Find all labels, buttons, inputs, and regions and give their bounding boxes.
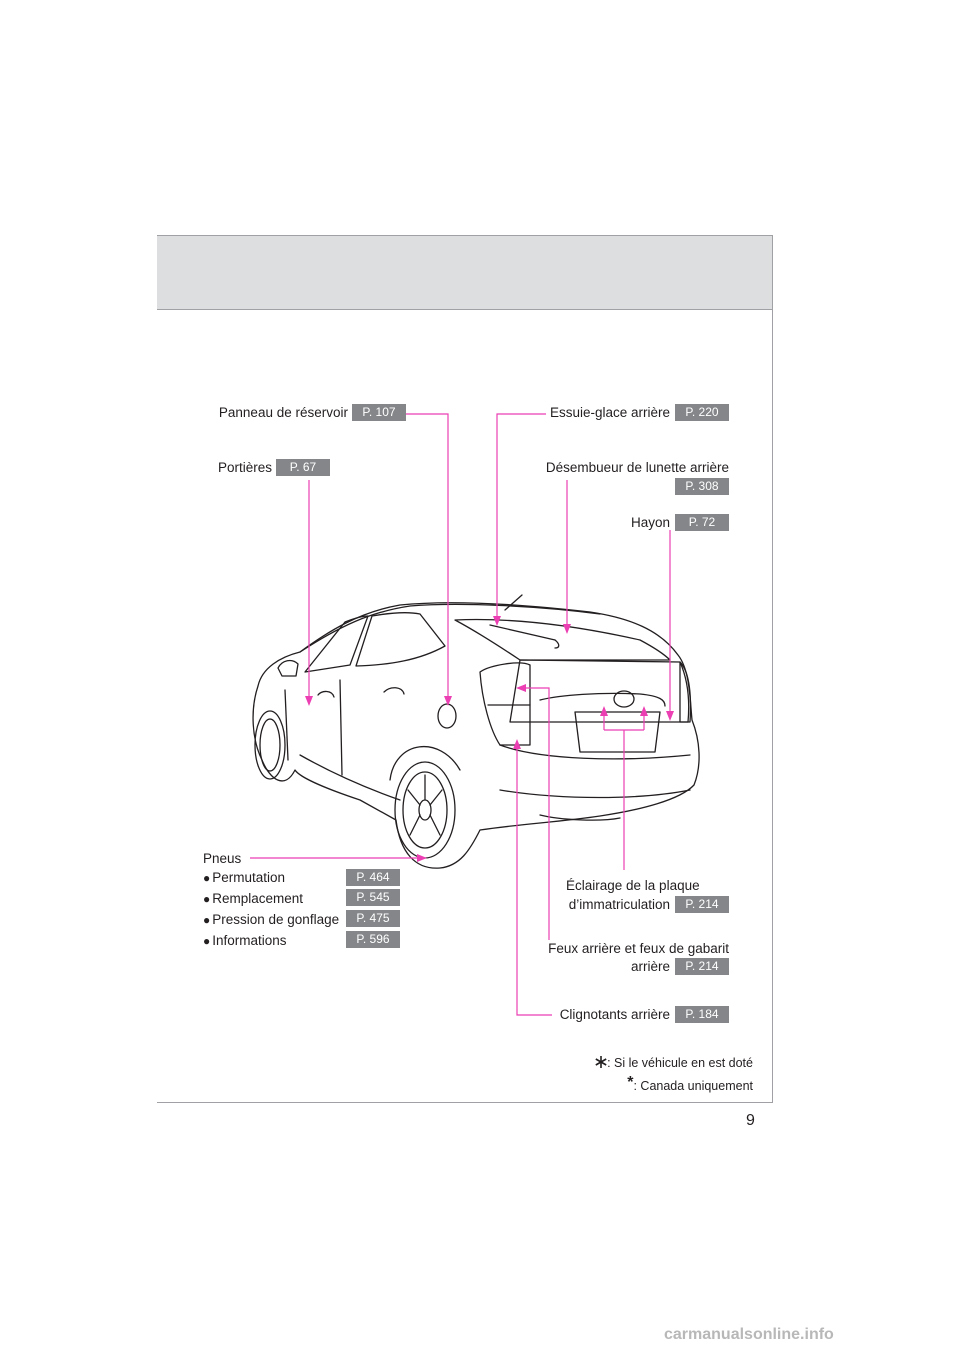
footnote-text: : Si le véhicule en est doté bbox=[607, 1056, 753, 1070]
fuel-door-label: Panneau de réservoir bbox=[218, 405, 348, 420]
tire-pressure-page-badge[interactable]: P. 475 bbox=[346, 910, 400, 927]
bullet-icon: ● bbox=[203, 892, 211, 906]
watermark: carmanualsonline.info bbox=[664, 1326, 834, 1343]
bullet-icon: ● bbox=[203, 913, 211, 927]
tire-item-label: Informations bbox=[212, 933, 287, 948]
asterisk-icon bbox=[595, 1056, 607, 1068]
tail-lights-label-2: arrière bbox=[630, 959, 670, 974]
tail-lights-page-badge[interactable]: P. 214 bbox=[675, 958, 729, 975]
tire-item-pressure: ●Pression de gonflage bbox=[203, 912, 339, 928]
tail-lights-label-1: Feux arrière et feux de gabarit bbox=[548, 941, 729, 956]
star-icon: * bbox=[627, 1074, 634, 1091]
tires-title: Pneus bbox=[203, 851, 242, 866]
bottom-rule bbox=[157, 1102, 773, 1103]
footnote-canada-only: *: Canada uniquement bbox=[560, 1074, 753, 1093]
section-header-band bbox=[157, 235, 772, 310]
tire-replacement-page-badge[interactable]: P. 545 bbox=[346, 889, 400, 906]
rear-wiper-page-badge[interactable]: P. 220 bbox=[675, 404, 729, 421]
tire-item-information: ●Informations bbox=[203, 933, 287, 949]
doors-page-badge[interactable]: P. 67 bbox=[276, 459, 330, 476]
license-light-label-2: d’immatriculation bbox=[568, 897, 670, 912]
tire-item-label: Remplacement bbox=[212, 891, 304, 906]
rear-wiper-label: Essuie-glace arrière bbox=[549, 405, 670, 420]
license-light-label-1: Éclairage de la plaque bbox=[566, 878, 700, 893]
tire-item-label: Pression de gonflage bbox=[212, 912, 340, 927]
bullet-icon: ● bbox=[203, 871, 211, 885]
footnote-if-equipped: : Si le véhicule en est doté bbox=[560, 1056, 753, 1070]
footnote-text: : Canada uniquement bbox=[633, 1079, 753, 1093]
tire-item-rotation: ●Permutation bbox=[203, 870, 285, 886]
back-door-label: Hayon bbox=[630, 515, 670, 530]
license-light-page-badge[interactable]: P. 214 bbox=[675, 896, 729, 913]
tire-rotation-page-badge[interactable]: P. 464 bbox=[346, 869, 400, 886]
rear-defogger-page-badge[interactable]: P. 308 bbox=[675, 478, 729, 495]
bullet-icon: ● bbox=[203, 934, 211, 948]
tire-item-replacement: ●Remplacement bbox=[203, 891, 303, 907]
right-margin-rule bbox=[772, 235, 773, 1103]
rear-defogger-label: Désembueur de lunette arrière bbox=[545, 460, 729, 475]
tire-information-page-badge[interactable]: P. 596 bbox=[346, 931, 400, 948]
turn-signals-page-badge[interactable]: P. 184 bbox=[675, 1006, 729, 1023]
fuel-door-page-badge[interactable]: P. 107 bbox=[352, 404, 406, 421]
back-door-page-badge[interactable]: P. 72 bbox=[675, 514, 729, 531]
turn-signals-label: Clignotants arrière bbox=[559, 1007, 670, 1022]
tire-item-label: Permutation bbox=[212, 870, 286, 885]
page-number: 9 bbox=[746, 1112, 755, 1129]
doors-label: Portières bbox=[217, 460, 272, 475]
